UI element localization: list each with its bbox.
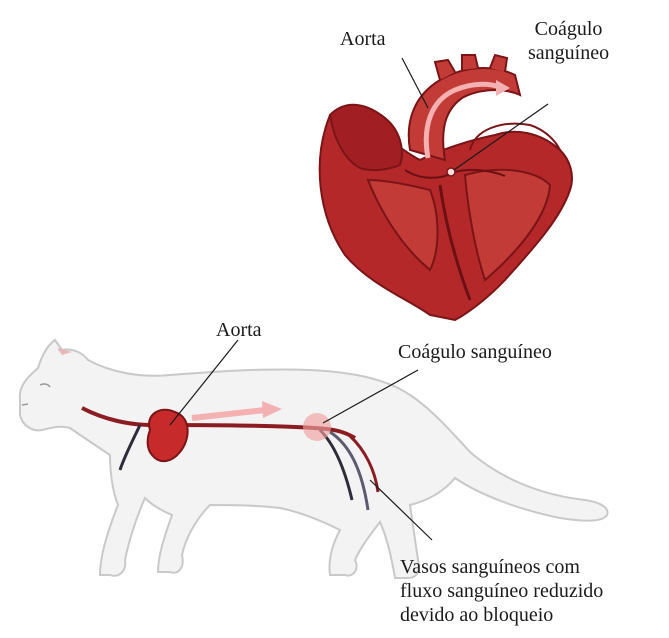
cat-clot-label: Coágulo sanguíneo <box>398 340 552 364</box>
heart-aorta-leader <box>402 58 428 108</box>
heart-clot-label-line1: Coágulo <box>528 17 609 41</box>
heart-clot-label: Coágulo sanguíneo <box>528 17 609 65</box>
cat-vessels-label-line2: fluxo sanguíneo reduzido <box>400 579 603 603</box>
heart-clot-label-line2: sanguíneo <box>528 41 609 65</box>
cat-vessels-label-line1: Vasos sanguíneos com <box>400 555 603 579</box>
cat-illustration <box>20 340 608 578</box>
heart-aorta-label: Aorta <box>340 27 386 51</box>
cat-clot-highlight <box>303 413 331 441</box>
cat-aorta-label: Aorta <box>216 318 262 342</box>
cat-silhouette <box>20 340 608 578</box>
cat-vessels-label: Vasos sanguíneos com fluxo sanguíneo red… <box>400 555 603 627</box>
cat-vessels-label-line3: devido ao bloqueio <box>400 603 603 627</box>
heart-clot-marker <box>447 168 455 176</box>
heart-illustration <box>320 55 572 320</box>
cat-nose <box>22 404 28 405</box>
